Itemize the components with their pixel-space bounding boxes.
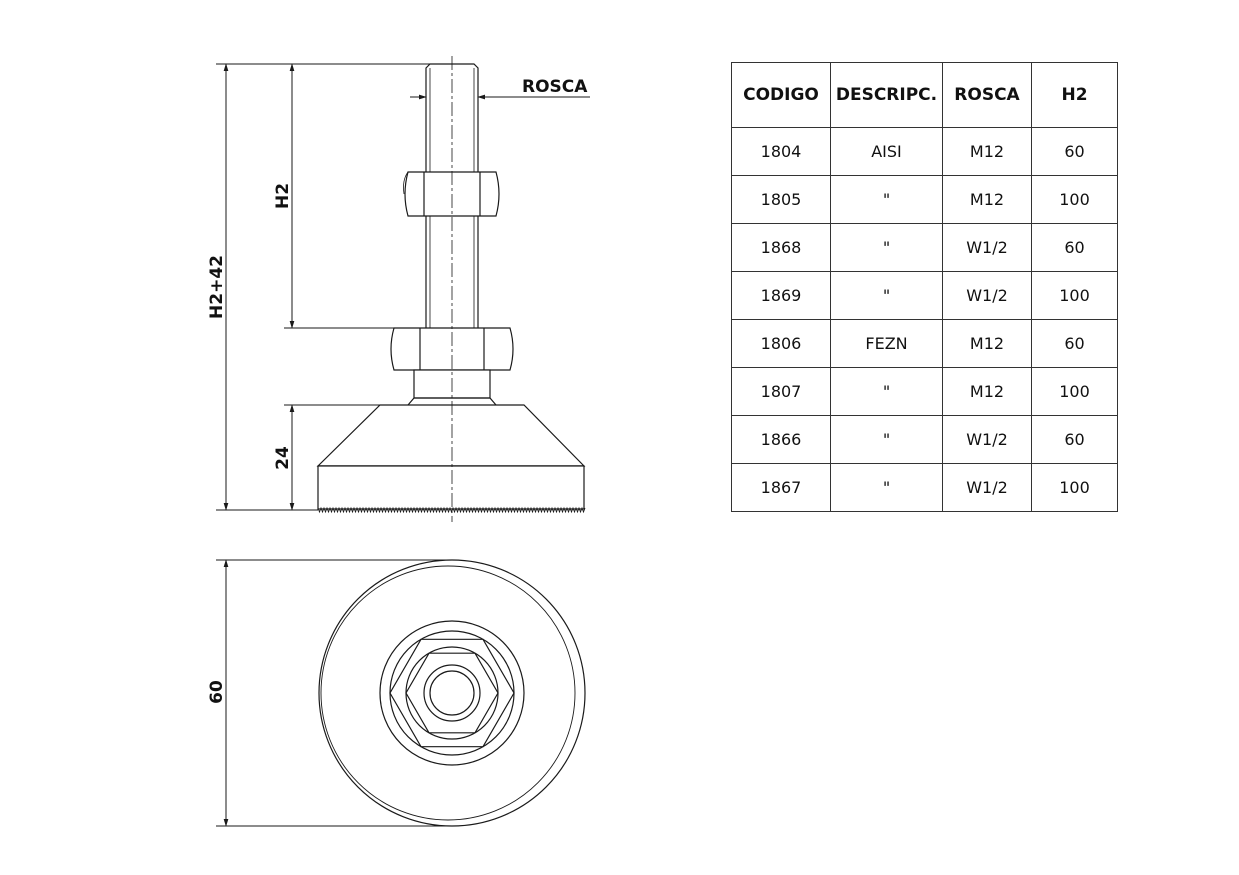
cell-descripc: " (830, 367, 943, 416)
conical-base (316, 404, 586, 514)
cell-rosca: M12 (942, 175, 1032, 224)
cell-codigo: 1806 (731, 319, 831, 368)
header-descripc: DESCRIPC. (830, 62, 943, 128)
cell-descripc: " (830, 271, 943, 320)
table-row: 1868 " W1/2 60 (731, 223, 1118, 272)
cell-rosca: W1/2 (942, 271, 1032, 320)
header-h2: H2 (1031, 62, 1118, 128)
top-view (318, 559, 586, 827)
table-row: 1866 " W1/2 60 (731, 415, 1118, 464)
cell-rosca: M12 (942, 127, 1032, 176)
cell-codigo: 1868 (731, 223, 831, 272)
cell-codigo: 1807 (731, 367, 831, 416)
cell-h2: 100 (1031, 367, 1118, 416)
cell-codigo: 1867 (731, 463, 831, 512)
table-row: 1807 " M12 100 (731, 367, 1118, 416)
h2-plus-42-label: H2+42 (207, 255, 227, 319)
diameter-label: 60 (207, 680, 227, 704)
cell-h2: 100 (1031, 463, 1118, 512)
top-view-inner-hex (405, 652, 499, 734)
cell-codigo: 1869 (731, 271, 831, 320)
table-row: 1805 " M12 100 (731, 175, 1118, 224)
cell-rosca: W1/2 (942, 463, 1032, 512)
cell-h2: 60 (1031, 223, 1118, 272)
upper-lock-nut (403, 171, 500, 217)
cell-descripc: " (830, 415, 943, 464)
h2-label: H2 (273, 183, 293, 209)
header-codigo: CODIGO (731, 62, 831, 128)
cell-descripc: " (830, 175, 943, 224)
cell-descripc: FEZN (830, 319, 943, 368)
cell-rosca: M12 (942, 367, 1032, 416)
cell-codigo: 1805 (731, 175, 831, 224)
cell-h2: 60 (1031, 319, 1118, 368)
cell-h2: 60 (1031, 127, 1118, 176)
table-row: 1804 AISI M12 60 (731, 127, 1118, 176)
dimensions (216, 63, 590, 827)
cell-codigo: 1804 (731, 127, 831, 176)
table-row: 1806 FEZN M12 60 (731, 319, 1118, 368)
cell-rosca: W1/2 (942, 415, 1032, 464)
cell-rosca: W1/2 (942, 223, 1032, 272)
table-row: 1869 " W1/2 100 (731, 271, 1118, 320)
cell-h2: 100 (1031, 271, 1118, 320)
spec-table: CODIGO DESCRIPC. ROSCA H2 1804 AISI M12 … (731, 62, 1118, 512)
cell-h2: 60 (1031, 415, 1118, 464)
cell-descripc: " (830, 463, 943, 512)
header-rosca: ROSCA (942, 62, 1032, 128)
cell-h2: 100 (1031, 175, 1118, 224)
cell-descripc: " (830, 223, 943, 272)
cell-rosca: M12 (942, 319, 1032, 368)
rosca-label: ROSCA (522, 77, 588, 97)
table-row: 1867 " W1/2 100 (731, 463, 1118, 512)
cell-codigo: 1866 (731, 415, 831, 464)
top-view-outer-hex (389, 638, 515, 748)
base-height-label: 24 (273, 446, 293, 470)
side-view (316, 56, 586, 522)
cell-descripc: AISI (830, 127, 943, 176)
table-header-row: CODIGO DESCRIPC. ROSCA H2 (731, 62, 1118, 128)
